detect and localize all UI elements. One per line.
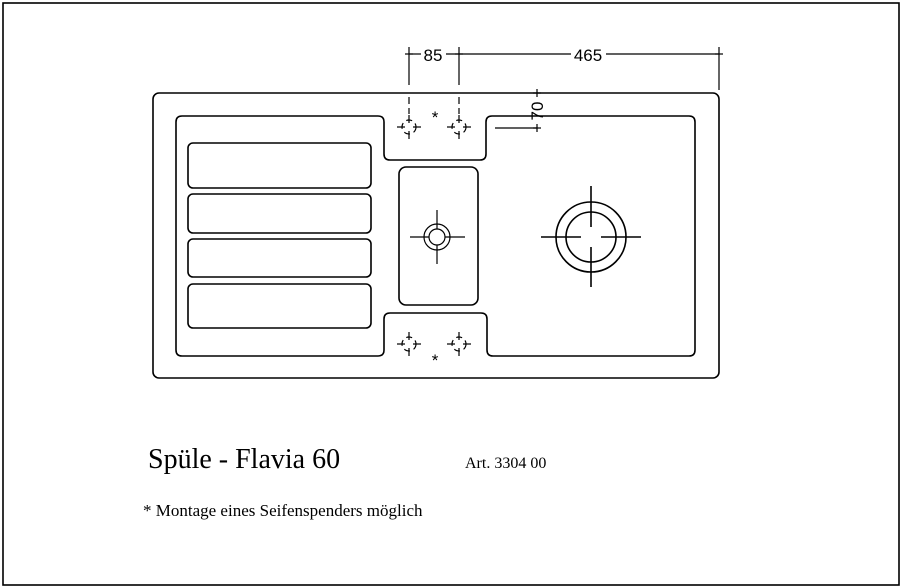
dimension-lines (405, 47, 723, 132)
footnote: * Montage eines Seifenspenders möglich (143, 501, 423, 520)
drainer-ribs (187, 142, 372, 329)
small-basin (398, 166, 479, 306)
asterisk-top: * (432, 108, 439, 127)
small-drain-icon (410, 210, 465, 264)
dimension-85: 85 (424, 46, 443, 65)
product-title: Spüle - Flavia 60 (148, 444, 341, 475)
tap-hole-icon (397, 115, 421, 139)
tap-holes (397, 115, 471, 356)
main-basin (491, 116, 695, 356)
sink-outline (152, 92, 720, 379)
tap-hole-icon (447, 332, 471, 356)
asterisk-bottom: * (432, 351, 439, 370)
dimension-465: 465 (574, 46, 602, 65)
tap-hole-icon (447, 115, 471, 139)
article-number: Art. 3304 00 (465, 455, 547, 472)
drainer-outline (175, 115, 696, 357)
main-drain-icon (541, 186, 641, 287)
dimension-70: 70 (528, 102, 547, 121)
tap-hole-icon (397, 332, 421, 356)
